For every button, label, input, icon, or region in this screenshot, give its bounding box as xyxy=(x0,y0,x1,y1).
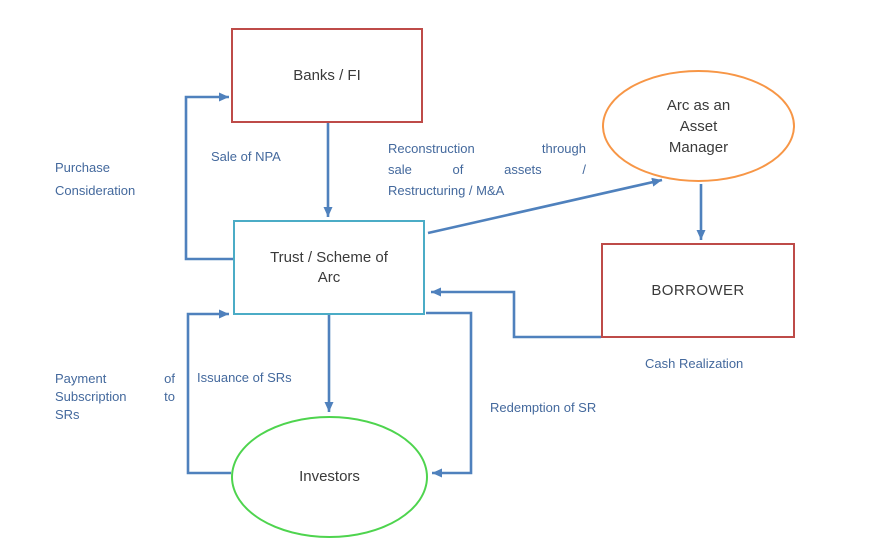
trust-scheme-node: Trust / Scheme of Arc xyxy=(233,220,425,315)
connector-cash-realization xyxy=(431,287,601,339)
banks-fi-node: Banks / FI xyxy=(231,28,423,123)
borrower-node: BORROWER xyxy=(601,243,795,338)
banks-fi-label: Banks / FI xyxy=(293,66,361,84)
label-payment-subscription: Payment of Subscription to SRs xyxy=(55,371,175,422)
label-reconstruction: Reconstruction through sale of assets / … xyxy=(388,141,586,198)
borrower-label: BORROWER xyxy=(651,281,745,299)
arc-asset-manager-label-line1: Arc as an xyxy=(666,96,731,114)
arc-asset-manager-label-line2: Asset xyxy=(679,117,718,135)
trust-scheme-label-line1: Trust / Scheme of xyxy=(270,248,388,266)
investors-node: Investors xyxy=(231,416,428,538)
connector-payment-subscription xyxy=(186,309,231,475)
investors-label: Investors xyxy=(299,468,360,485)
label-purchase-consideration: Purchase Consideration xyxy=(55,160,136,198)
label-issuance-of-srs: Issuance of SRs xyxy=(197,370,292,385)
label-redemption-of-sr: Redemption of SR xyxy=(490,400,597,415)
arc-asset-manager-label-line3: Manager xyxy=(668,138,729,156)
connector-reconstruction-diagonal xyxy=(427,177,663,235)
label-cash-realization: Cash Realization xyxy=(645,356,744,371)
arc-asset-manager-node: Arc as an Asset Manager xyxy=(602,70,795,182)
label-sale-of-npa: Sale of NPA xyxy=(211,149,281,164)
connector-purchase-consideration xyxy=(184,92,233,261)
connector-redemption-of-sr xyxy=(426,311,473,478)
trust-scheme-label-line2: Arc xyxy=(317,268,341,286)
